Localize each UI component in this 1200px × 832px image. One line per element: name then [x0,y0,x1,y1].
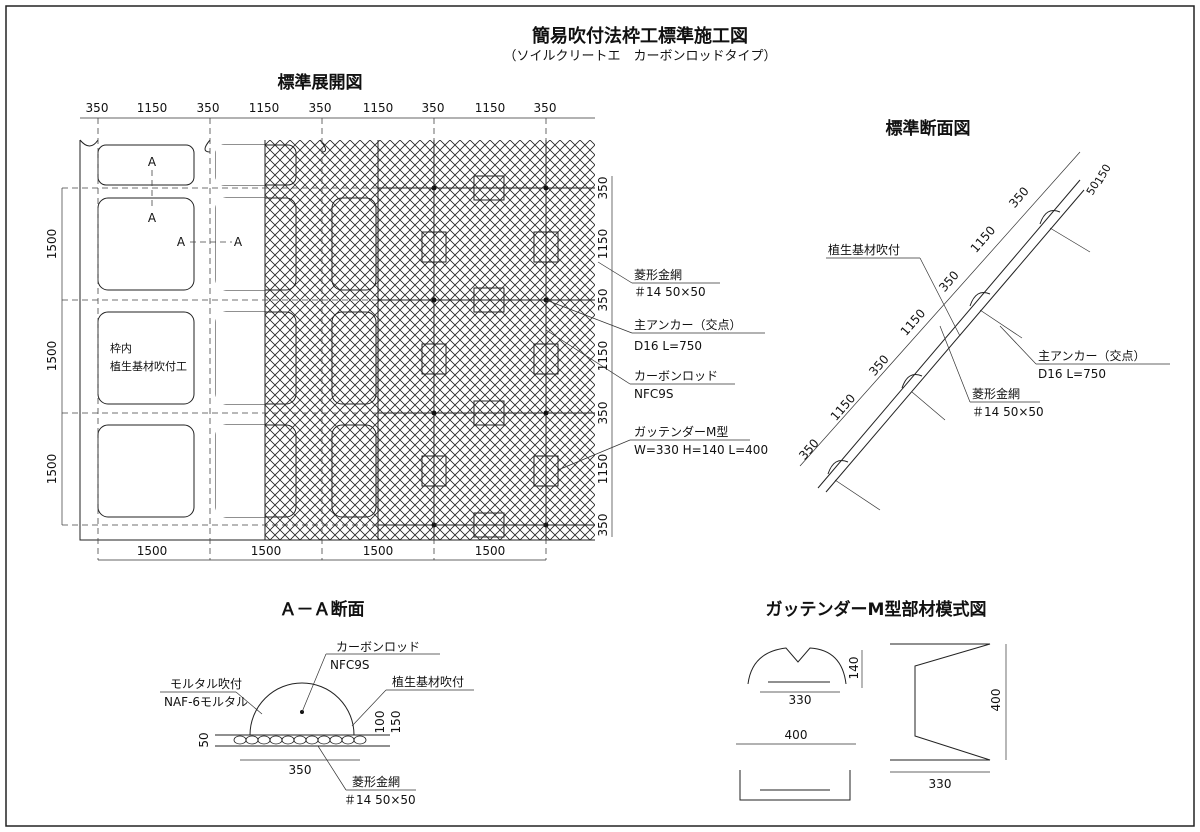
svg-text:＃14 50×50: ＃14 50×50 [634,285,706,299]
svg-text:1500: 1500 [475,544,506,558]
plan-view: 標準展開図 [45,72,768,561]
svg-text:W=330 H=140 L=400: W=330 H=140 L=400 [634,443,768,457]
section-marks: A A A A [148,155,243,249]
svg-text:1150: 1150 [249,101,280,115]
svg-text:350: 350 [422,101,445,115]
svg-text:1150: 1150 [968,223,999,255]
svg-text:350: 350 [534,101,557,115]
svg-text:350: 350 [309,101,332,115]
plan-left-dims: 1500 1500 1500 [45,188,63,525]
svg-text:1150: 1150 [596,454,610,485]
sheet-border [5,5,1195,827]
svg-text:1150: 1150 [363,101,394,115]
frame-grid [62,117,595,560]
svg-text:350: 350 [936,268,962,294]
svg-text:菱形金網: 菱形金網 [634,267,682,282]
cross-section-heading: 標準断面図 [886,118,971,139]
svg-text:350: 350 [197,101,220,115]
svg-text:350: 350 [596,402,610,425]
svg-text:1150: 1150 [898,306,929,338]
plan-top-dims: 350 1150 350 1150 350 1150 350 1150 350 [86,101,557,115]
svg-text:330: 330 [929,777,952,791]
aa-mesh-2: ＃14 50×50 [344,793,416,807]
svg-text:NFC9S: NFC9S [634,387,674,401]
svg-text:140: 140 [847,657,861,680]
plan-heading: 標準展開図 [278,72,363,93]
svg-text:ガッテンダーM型: ガッテンダーM型 [634,424,728,439]
svg-text:350: 350 [596,177,610,200]
svg-text:1150: 1150 [137,101,168,115]
svg-text:150: 150 [389,711,403,734]
svg-text:330: 330 [789,693,812,707]
svg-text:1150: 1150 [475,101,506,115]
cross-section-dims: 350 1150 350 1150 350 1150 350 150 50 [796,162,1114,463]
svg-text:350: 350 [866,352,892,378]
aa-mortar-1: モルタル吹付 [170,677,242,691]
cross-section-view: 標準断面図 350 1150 350 1150 350 1150 350 150… [796,118,1170,511]
svg-text:50: 50 [197,732,211,747]
drawing-subtitle: （ソイルクリートエ カーボンロッドタイプ） [503,49,776,64]
svg-text:100: 100 [373,711,387,734]
plan-right-dims: 350 1150 350 1150 350 1150 350 [596,176,613,537]
svg-text:A: A [234,235,243,249]
svg-text:A: A [148,211,157,225]
svg-text:1500: 1500 [45,454,59,485]
svg-text:1500: 1500 [45,229,59,260]
svg-text:1150: 1150 [828,391,859,423]
cross-anchor-label-1: 主アンカー（交点） [1038,348,1146,363]
member-heading: ガッテンダーM型部材模式図 [766,599,987,620]
svg-text:1500: 1500 [363,544,394,558]
mesh-circles [233,735,367,745]
cross-mesh-label-1: 菱形金網 [972,386,1020,401]
drawing-title: 簡易吹付法枠工標準施工図 [532,25,748,47]
wire-mesh-hatch [265,140,595,540]
aa-carbon-2: NFC9S [330,658,370,672]
svg-text:1150: 1150 [596,229,610,260]
svg-text:1500: 1500 [251,544,282,558]
svg-text:50: 50 [1084,179,1102,198]
cross-veg-label: 植生基材吹付 [828,242,900,257]
svg-text:350: 350 [596,514,610,537]
aa-carbon-1: カーボンロッド [336,640,420,654]
svg-text:350: 350 [86,101,109,115]
svg-text:A: A [177,235,186,249]
svg-text:350: 350 [596,289,610,312]
aa-heading: Ａ－Ａ断面 [280,599,365,620]
plan-bottom-dims: 1500 1500 1500 1500 [98,544,546,561]
aa-veg: 植生基材吹付 [392,674,464,689]
svg-text:主アンカー（交点）: 主アンカー（交点） [634,317,742,332]
frame-label-line2: 植生基材吹付工 [110,359,187,373]
member-view: ガッテンダーM型部材模式図 330 140 400 400 330 [736,599,1007,801]
frame-label-line1: 枠内 [110,341,132,355]
aa-section-view: Ａ－Ａ断面 350 50 100 150 カーボンロッド NFC9S モルタル吹… [160,599,474,807]
svg-text:カーボンロッド: カーボンロッド [634,369,718,383]
cross-mesh-label-2: ＃14 50×50 [972,405,1044,419]
plan-callouts: 菱形金網 ＃14 50×50 主アンカー（交点） D16 L=750 カーボンロ… [545,261,768,471]
aa-width-dim: 350 [289,763,312,777]
svg-text:400: 400 [785,728,808,742]
svg-text:400: 400 [989,689,1003,712]
svg-text:1500: 1500 [45,341,59,372]
cross-anchor-label-2: D16 L=750 [1038,367,1106,381]
svg-text:1150: 1150 [596,341,610,372]
svg-text:D16 L=750: D16 L=750 [634,339,702,353]
aa-mesh-1: 菱形金網 [352,774,400,789]
aa-mortar-2: NAF-6モルタル [164,695,248,709]
svg-text:350: 350 [1006,184,1032,210]
svg-text:1500: 1500 [137,544,168,558]
svg-text:A: A [148,155,157,169]
svg-text:350: 350 [796,436,822,462]
